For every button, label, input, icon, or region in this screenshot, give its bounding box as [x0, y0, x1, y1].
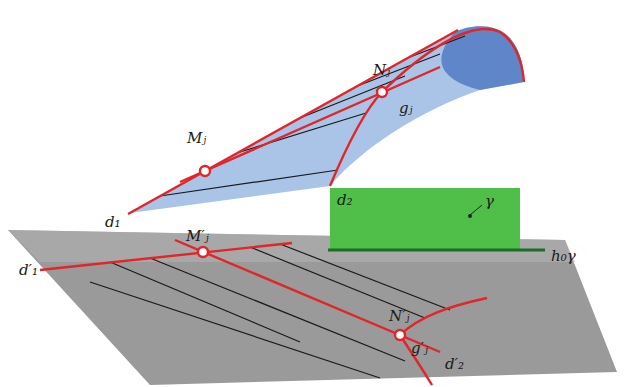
ruled-surface — [130, 26, 524, 213]
projected-directrices — [40, 240, 487, 385]
surface-directrices — [128, 29, 524, 214]
point-label: g′ⱼ — [410, 340, 429, 357]
point-label: gⱼ — [398, 100, 414, 117]
surface-underside — [441, 26, 524, 90]
gamma-trace — [328, 249, 545, 252]
projected-generators — [90, 244, 450, 378]
point-label: d′₁ — [18, 262, 39, 279]
point-label: Mⱼ — [186, 130, 207, 147]
point-label: d₂ — [336, 192, 354, 209]
point-label: Nⱼ — [372, 62, 391, 79]
point-label: N′ⱼ — [388, 308, 411, 325]
leader-line — [470, 205, 482, 215]
point-label: h₀γ — [550, 248, 577, 265]
point-label: M′ⱼ — [185, 228, 210, 245]
point-dot — [468, 214, 472, 218]
point-marker — [395, 330, 405, 340]
point-marker — [200, 166, 210, 176]
point-marker — [377, 87, 387, 97]
point-marker — [198, 247, 208, 257]
point-label: d′₂ — [444, 356, 465, 373]
gamma-plane — [330, 188, 520, 250]
point-label: d₁ — [104, 214, 122, 231]
ground-plane — [8, 230, 617, 385]
point-label: γ — [484, 193, 495, 210]
